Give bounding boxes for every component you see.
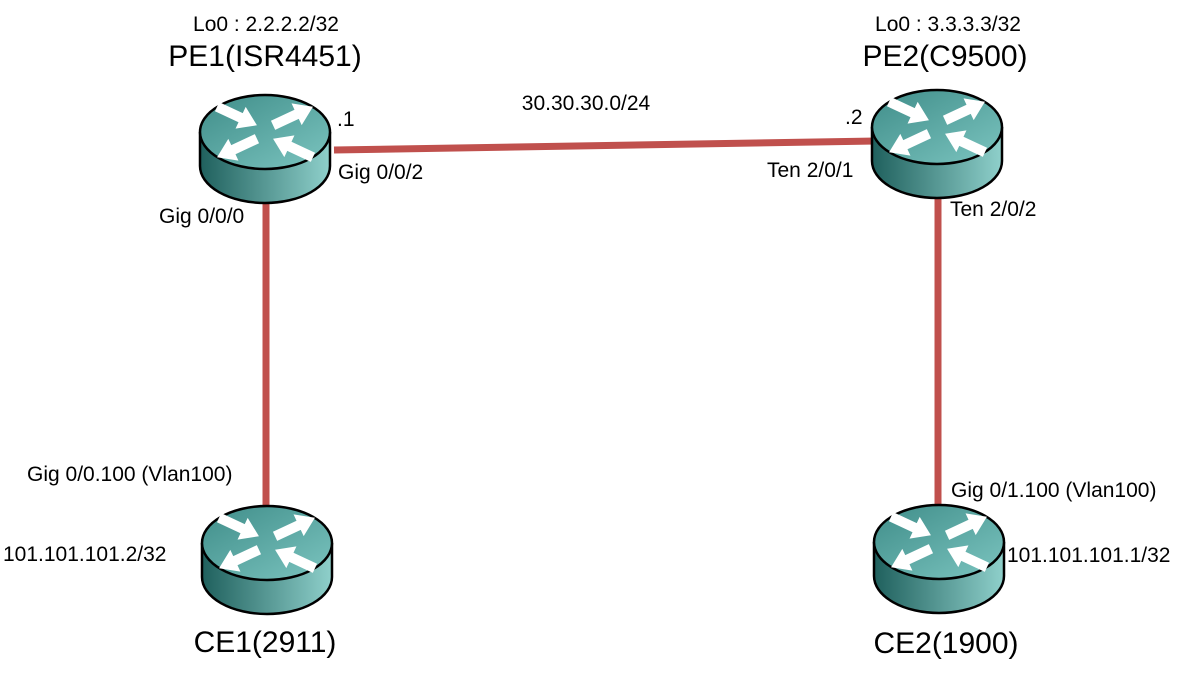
- pe1-title: PE1(ISR4451): [168, 40, 362, 73]
- pe2-loopback-label: Lo0 : 3.3.3.3/32: [875, 13, 1021, 36]
- link-pe1-pe2: [333, 137, 877, 154]
- ce2-ip-label: 101.101.101.1/32: [1007, 544, 1171, 567]
- pe1-router-icon: [197, 92, 333, 206]
- link-pe1-pe2-subnet-label: 30.30.30.0/24: [521, 92, 651, 115]
- ce2-title: CE2(1900): [873, 627, 1019, 660]
- pe2-title: PE2(C9500): [862, 40, 1028, 73]
- ce1-router-icon: [199, 503, 335, 617]
- ce2-interface-label: Gig 0/1.100 (Vlan100): [951, 479, 1157, 502]
- pe2-link-address-label: .2: [845, 106, 863, 129]
- pe2-interface-ten202-label: Ten 2/0/2: [950, 198, 1037, 221]
- ce2-router-icon: [871, 502, 1007, 616]
- pe1-loopback-label: Lo0 : 2.2.2.2/32: [193, 13, 339, 36]
- pe1-interface-gig002-label: Gig 0/0/2: [338, 161, 424, 184]
- pe1-link-address-label: .1: [337, 108, 355, 131]
- ce1-title: CE1(2911): [193, 626, 337, 659]
- pe1-interface-gig000-label: Gig 0/0/0: [159, 205, 245, 228]
- pe2-router-icon: [869, 87, 1005, 201]
- ce1-interface-label: Gig 0/0.100 (Vlan100): [27, 463, 233, 486]
- ce1-ip-label: 101.101.101.2/32: [3, 543, 167, 566]
- pe2-interface-ten201-label: Ten 2/0/1: [767, 159, 854, 182]
